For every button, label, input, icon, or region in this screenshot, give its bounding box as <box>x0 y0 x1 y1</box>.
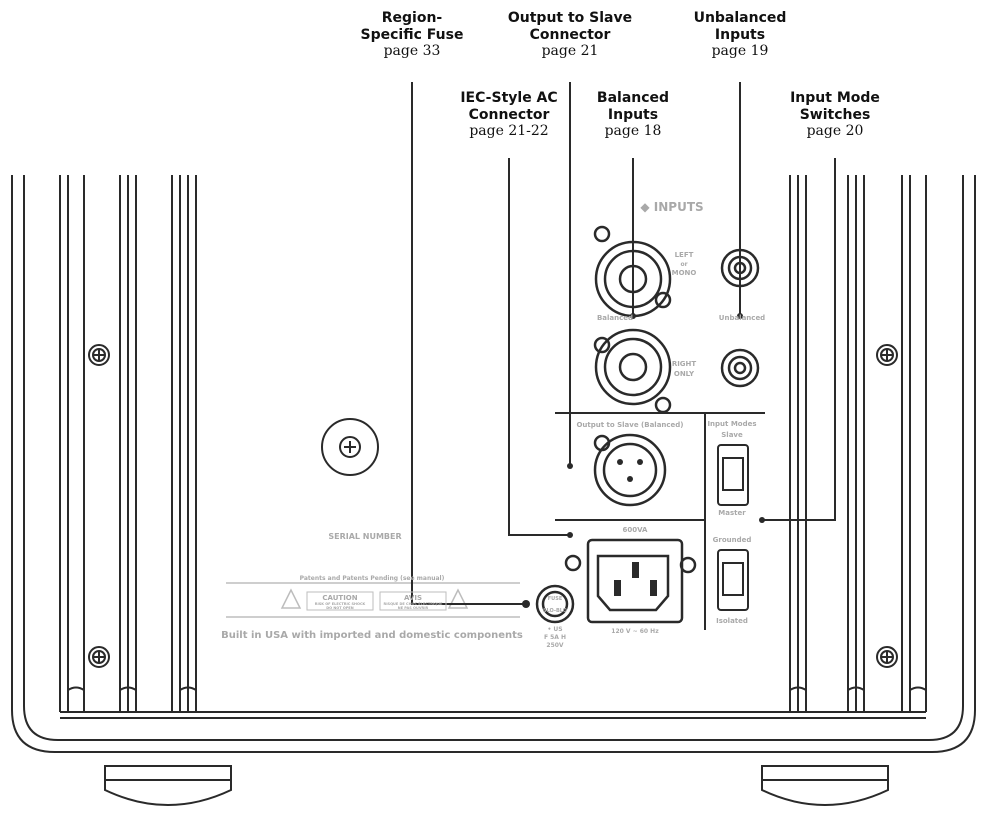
callout-page: page 18 <box>604 123 662 140</box>
left-or-mono-label: or <box>680 261 687 268</box>
master-label: Master <box>718 509 746 517</box>
iec-ac-connector <box>564 538 697 624</box>
callout-title: Connector <box>468 106 550 123</box>
callout-page: page 21-22 <box>469 123 549 140</box>
warning-triangle-icon <box>280 588 469 609</box>
balanced-label: Balanced <box>597 314 633 322</box>
patents-label: Patents and Patents Pending (see manual) <box>300 575 445 582</box>
callout-title: Specific Fuse <box>360 26 464 43</box>
input-modes-label: Input Modes <box>707 420 756 428</box>
serial-number-label: SERIAL NUMBER <box>328 532 401 541</box>
fuse-holder <box>535 584 575 624</box>
power-rating-label: 600VA <box>623 526 649 534</box>
grounded-label: Grounded <box>713 536 752 544</box>
callout-region-fuse: Region- Specific Fuse page 33 <box>352 10 472 60</box>
callout-title: Inputs <box>714 26 766 43</box>
fuse-rating-label: F 5A H <box>544 634 566 641</box>
callout-leaders <box>411 82 836 605</box>
callout-input-mode-switches: Input Mode Switches page 20 <box>775 90 895 140</box>
right-only-label: RIGHT <box>672 360 697 368</box>
input-mode-switch <box>717 444 749 506</box>
left-or-mono-label: MONO <box>672 269 697 277</box>
callout-page: page 19 <box>711 43 769 60</box>
callout-output-to-slave: Output to Slave Connector page 21 <box>495 10 645 60</box>
callout-title: Balanced <box>596 90 670 106</box>
fuse-text-label: SLO-BLO <box>543 608 567 614</box>
callout-title: Output to Slave <box>507 10 633 26</box>
avis-text: RISQUE DE CHOC ÉLECTRIQUE <box>384 601 444 606</box>
callout-title: Input Mode <box>790 90 880 106</box>
callout-iec-ac-connector: IEC-Style AC Connector page 21-22 <box>444 90 574 140</box>
built-in-usa-label: Built in USA with imported and domestic … <box>221 630 523 641</box>
callout-dots <box>522 313 765 608</box>
callout-title: Connector <box>529 26 611 43</box>
inputs-header-label: ◆ INPUTS <box>640 200 703 214</box>
left-foot <box>104 765 232 806</box>
callout-title: IEC-Style AC <box>460 90 558 106</box>
callout-page: page 33 <box>383 43 441 60</box>
caution-text: DO NOT OPEN <box>326 606 354 610</box>
callout-page: page 20 <box>806 123 864 140</box>
callout-title: Inputs <box>607 106 659 123</box>
caution-text: RISK OF ELECTRIC SHOCK <box>315 602 366 606</box>
unbalanced-label: Unbalanced <box>719 314 765 322</box>
fuse-rating-label: 250V <box>546 642 564 649</box>
callout-page: page 21 <box>541 43 599 60</box>
avis-text: NE PAS OUVRIR <box>398 606 429 610</box>
right-heatsink <box>789 175 927 712</box>
right-only-label: ONLY <box>674 370 695 378</box>
chassis-outline <box>11 175 976 753</box>
slave-label: Slave <box>721 431 743 439</box>
output-to-slave-xlr-connector <box>593 433 667 507</box>
chassis-inner-outline <box>23 175 964 741</box>
unbalanced-input-right-jack <box>720 348 760 388</box>
callout-title: Unbalanced <box>693 10 787 26</box>
callout-balanced-inputs: Balanced Inputs page 18 <box>583 90 683 140</box>
avis-title: AVIS <box>404 594 422 602</box>
balanced-input-right-connector <box>593 328 672 414</box>
fuse-rating-label: • US <box>547 626 562 633</box>
voltage-label: 120 V ~ 60 Hz <box>611 628 659 635</box>
right-foot <box>761 765 889 806</box>
isolated-label: Isolated <box>716 617 748 625</box>
callout-unbalanced-inputs: Unbalanced Inputs page 19 <box>685 10 795 60</box>
grommet-icon <box>321 418 379 476</box>
callout-title: Switches <box>799 106 871 123</box>
left-heatsink <box>59 175 197 712</box>
caution-title: CAUTION <box>322 594 357 602</box>
callout-title: Region- <box>381 10 443 26</box>
fuse-text-label: FUSE <box>548 596 563 602</box>
output-to-slave-label: Output to Slave (Balanced) <box>576 421 683 429</box>
left-or-mono-label: LEFT <box>675 251 694 259</box>
ground-mode-switch <box>717 549 749 611</box>
